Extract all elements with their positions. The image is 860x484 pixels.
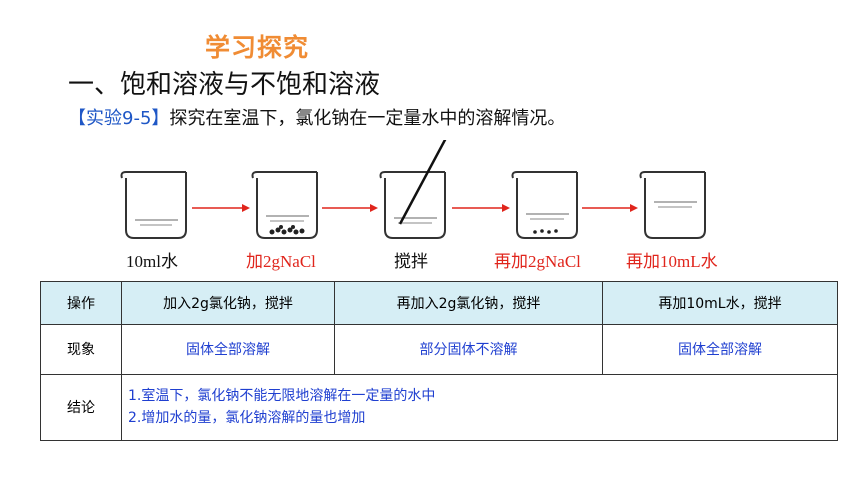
beaker-diagram [120, 140, 706, 239]
table-cell: 固体全部溶解 [602, 324, 838, 375]
beaker-1 [120, 171, 187, 239]
table-row-observation: 现象 固体全部溶解 部分固体不溶解 固体全部溶解 [40, 324, 838, 375]
beaker-label-3: 搅拌 [394, 252, 428, 271]
beaker-4 [511, 171, 578, 239]
beaker-5 [639, 171, 706, 239]
table-row-conclusion: 结论 1.室温下，氯化钠不能无限地溶解在一定量的水中 2.增加水的量，氯化钠溶解… [40, 373, 838, 442]
stirring-rod [398, 140, 447, 225]
section-title: 一、饱和溶液与不饱和溶液 [68, 70, 381, 100]
table-header-cell: 再加10mL水，搅拌 [602, 280, 838, 326]
beaker-3 [379, 140, 447, 239]
experiment-description: 【实验9-5】探究在室温下，氯化钠在一定量水中的溶解情况。 [68, 104, 565, 130]
experiment-text: 探究在室温下，氯化钠在一定量水中的溶解情况。 [169, 108, 566, 129]
beaker-label-1: 10ml水 [126, 252, 178, 271]
conclusion-cell: 1.室温下，氯化钠不能无限地溶解在一定量的水中 2.增加水的量，氯化钠溶解的量也… [121, 373, 838, 442]
table-header-cell: 加入2g氯化钠，搅拌 [121, 280, 335, 326]
beaker-2 [251, 171, 318, 239]
conclusion-line-2: 2.增加水的量，氯化钠溶解的量也增加 [128, 410, 366, 427]
table-cell-label: 结论 [40, 373, 122, 442]
beaker-label-5: 再加10mL水 [626, 252, 718, 271]
table-cell-label: 现象 [40, 324, 122, 375]
conclusion-line-1: 1.室温下，氯化钠不能无限地溶解在一定量的水中 [128, 388, 436, 405]
undissolved-salt [533, 229, 558, 234]
table-cell: 固体全部溶解 [121, 324, 335, 375]
process-arrows [192, 204, 638, 212]
table-row-operation: 操作 加入2g氯化钠，搅拌 再加入2g氯化钠，搅拌 再加10mL水，搅拌 [40, 280, 838, 326]
table-header-cell: 操作 [40, 280, 122, 326]
beaker-label-4: 再加2gNaCl [494, 252, 581, 271]
table-header-cell: 再加入2g氯化钠，搅拌 [334, 280, 603, 326]
beaker-label-2: 加2gNaCl [246, 252, 316, 271]
salt-particles [269, 225, 305, 235]
table-cell: 部分固体不溶解 [334, 324, 603, 375]
experiment-table: 操作 加入2g氯化钠，搅拌 再加入2g氯化钠，搅拌 再加10mL水，搅拌 现象 … [40, 280, 838, 442]
header-title: 学习探究 [205, 33, 310, 62]
experiment-tag: 【实验9-5】 [68, 108, 170, 129]
